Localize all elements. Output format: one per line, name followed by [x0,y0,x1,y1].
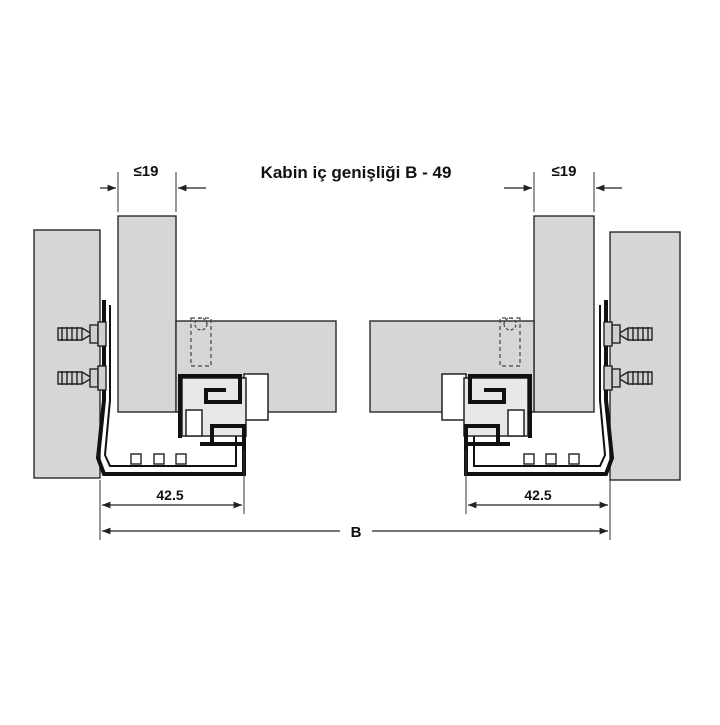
total-width-label: B [351,524,362,541]
left-lower-screw-icon [57,368,99,388]
left-cabinet-wall [33,229,101,479]
right-drawer-side [533,215,595,413]
left-thickness-dimension: ≤19 [100,163,206,212]
left-locating-pin [190,317,212,367]
right-offset-label: 42.5 [524,487,551,503]
right-ball-bearings [523,453,580,465]
right-upper-screw-icon [611,324,653,344]
right-thickness-label: ≤19 [552,163,577,180]
left-upper-screw-icon [57,324,99,344]
right-lower-screw-icon [611,368,653,388]
right-cabinet-wall [609,231,681,481]
diagram-title: Kabin iç genişliği B - 49 [261,163,452,182]
right-runner-profile [441,373,532,446]
left-offset-dimension: 42.5 [99,450,245,540]
left-runner-profile [178,373,269,446]
right-locating-pin [499,317,521,367]
left-ball-bearings [130,453,187,465]
total-width-dimension: B [102,524,608,541]
left-offset-label: 42.5 [156,487,183,503]
left-thickness-label: ≤19 [134,163,159,180]
left-drawer-side [117,215,177,413]
